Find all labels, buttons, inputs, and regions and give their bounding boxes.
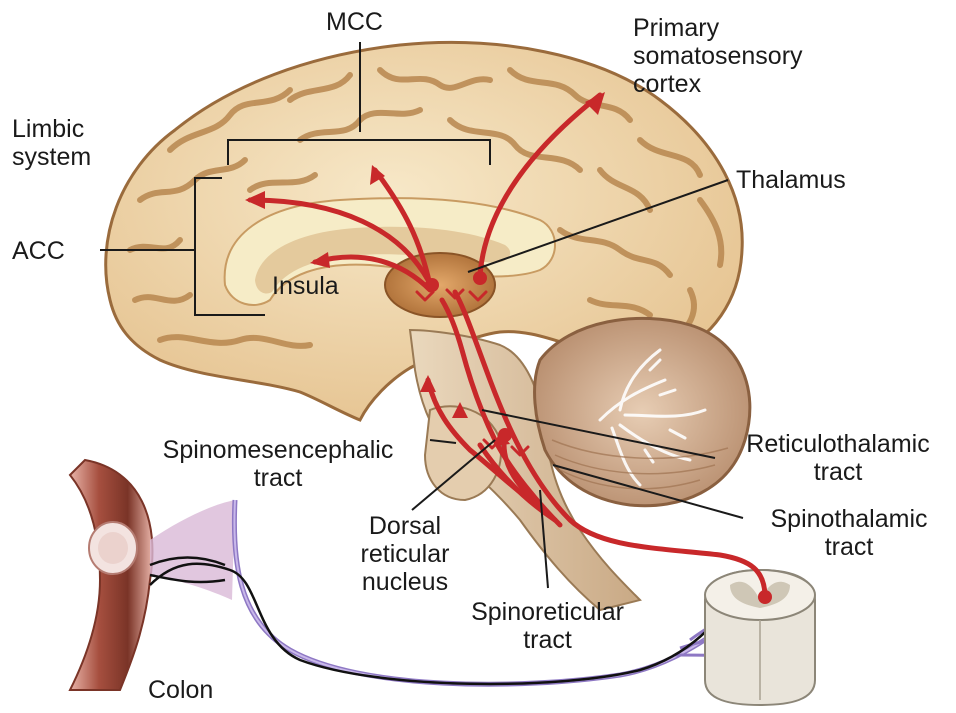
label-dorsal-reticular-nucleus: Dorsal reticular nucleus [330,512,480,596]
label-spinothalamic-tract: Spinothalamic tract [745,505,953,561]
label-primary-somatosensory-cortex: Primary somatosensory cortex [633,14,803,98]
spinal-cord-segment [705,570,815,705]
label-spinomesencephalic-tract: Spinomesencephalic tract [128,436,428,492]
label-acc: ACC [12,237,65,265]
label-thalamus: Thalamus [736,166,846,194]
mesentery [150,500,235,600]
label-reticulothalamic-tract: Reticulothalamic tract [722,430,954,486]
colon [70,460,152,690]
label-colon: Colon [148,676,213,704]
thalamus [385,253,495,317]
label-insula: Insula [272,272,339,300]
cerebellum [535,318,750,505]
label-spinoreticular-tract: Spinoreticular tract [455,598,640,654]
label-limbic-system: Limbic system [12,115,91,171]
label-mcc: MCC [326,8,383,36]
